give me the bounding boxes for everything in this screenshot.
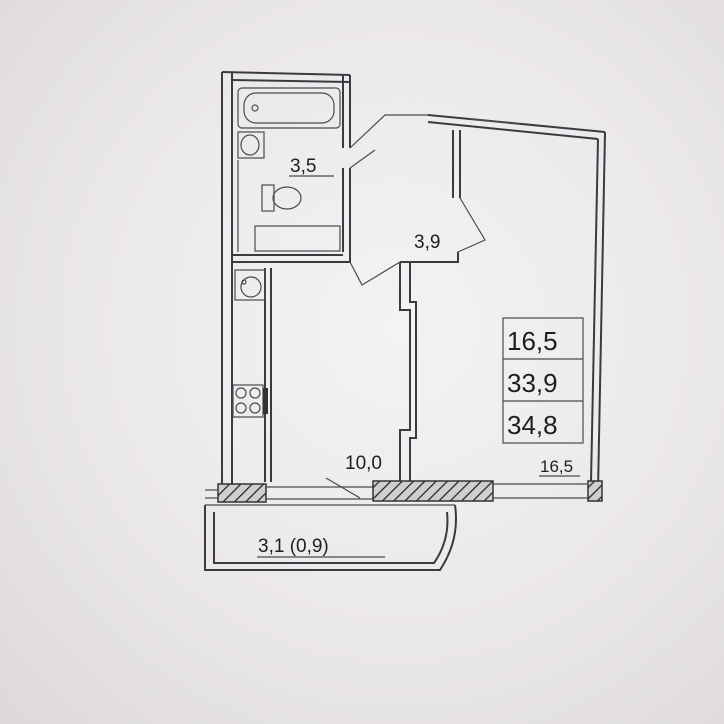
bathtub <box>237 87 341 129</box>
stove <box>232 384 268 418</box>
balcony-wall <box>205 477 603 503</box>
kitchen-area-label: 10,0 <box>345 453 382 474</box>
doors <box>349 114 486 286</box>
room-area-label: 16,5 <box>540 457 573 476</box>
toilet <box>261 184 302 212</box>
outer-walls <box>221 71 606 491</box>
total-area-value: 33,9 <box>507 368 558 398</box>
area-summary-table <box>502 317 584 444</box>
hall-area-label: 3,9 <box>414 232 440 253</box>
washer-cabinet <box>237 160 341 252</box>
kitchen-sink <box>234 269 266 301</box>
total-with-balcony-value: 34,8 <box>507 410 558 440</box>
bathroom-sink <box>237 131 265 159</box>
living-area-value: 16,5 <box>507 326 558 356</box>
bathroom-area-label: 3,5 <box>290 156 316 177</box>
balcony <box>204 504 457 571</box>
balcony-area-label: 3,1 (0,9) <box>258 536 329 557</box>
